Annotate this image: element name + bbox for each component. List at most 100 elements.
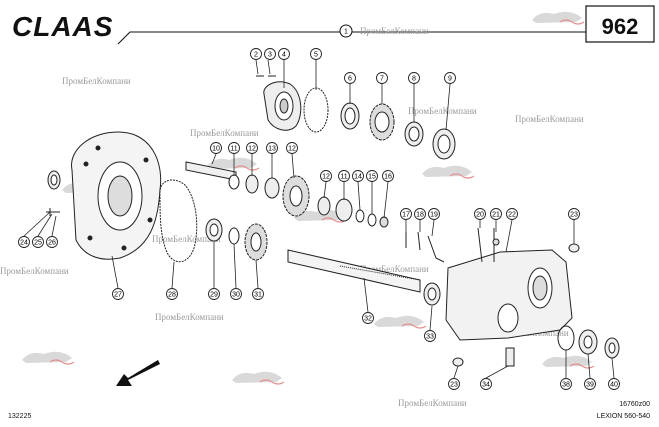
watermark-text: ПромБелКомпани xyxy=(515,114,584,124)
callout: 31 xyxy=(252,288,264,300)
callout: 2 xyxy=(250,48,262,60)
part-washer xyxy=(317,196,389,228)
watermark-text: ПромБелКомпани xyxy=(360,264,429,274)
svg-text:7: 7 xyxy=(380,76,384,83)
svg-text:11: 11 xyxy=(340,174,347,181)
stamp-icon xyxy=(294,209,347,223)
stamp-icon xyxy=(232,371,285,385)
svg-text:22: 22 xyxy=(508,212,516,219)
part-bearing xyxy=(423,282,441,306)
callout: 24 xyxy=(18,236,30,248)
svg-text:11: 11 xyxy=(230,146,237,153)
stamp-icon xyxy=(374,315,427,329)
svg-text:16: 16 xyxy=(384,174,392,181)
svg-text:23: 23 xyxy=(570,212,578,219)
svg-text:19: 19 xyxy=(430,212,438,219)
callout: 18 xyxy=(414,208,426,220)
watermark-text: ПромБелКомпани xyxy=(152,234,221,244)
svg-text:23: 23 xyxy=(450,382,458,389)
svg-text:15: 15 xyxy=(368,174,376,181)
group-badge xyxy=(339,24,353,38)
svg-text:5: 5 xyxy=(314,52,318,59)
stamp-icon xyxy=(22,351,75,365)
svg-text:6: 6 xyxy=(348,76,352,83)
watermark-stamps xyxy=(22,11,595,385)
parts xyxy=(46,75,620,367)
callout: 15 xyxy=(366,170,378,182)
svg-text:12: 12 xyxy=(248,146,256,153)
part-gear xyxy=(369,103,395,141)
svg-text:21: 21 xyxy=(492,212,500,219)
part-bearing xyxy=(404,121,424,147)
svg-text:17: 17 xyxy=(402,212,410,219)
watermark-text: ПромБелКомпани xyxy=(360,26,429,36)
stamp-icon xyxy=(542,355,595,369)
callout: 13 xyxy=(266,142,278,154)
callout: 8 xyxy=(408,72,420,84)
callout: 30 xyxy=(230,288,242,300)
stamp-icon xyxy=(422,165,475,179)
part-bolt xyxy=(405,231,445,263)
callout: 17 xyxy=(400,208,412,220)
callout: 34 xyxy=(480,378,492,390)
svg-text:38: 38 xyxy=(562,382,570,389)
svg-text:8: 8 xyxy=(412,76,416,83)
svg-text:40: 40 xyxy=(610,382,618,389)
watermark-text: ПромБелКомпани xyxy=(155,312,224,322)
brand-logo: CLAAS xyxy=(12,11,113,42)
part-bearing xyxy=(578,329,598,355)
catalog-number: 132225 xyxy=(8,413,31,420)
callout: 20 xyxy=(474,208,486,220)
callout: 11 xyxy=(228,142,240,154)
footer: 132225 16760z00 LEXION 560-540 xyxy=(8,401,650,420)
callout: 11 xyxy=(338,170,350,182)
callout: 28 xyxy=(166,288,178,300)
svg-text:34: 34 xyxy=(482,382,490,389)
part-housing xyxy=(445,227,573,341)
svg-text:29: 29 xyxy=(210,292,218,299)
svg-text:32: 32 xyxy=(364,316,372,323)
part-bearing xyxy=(205,218,223,242)
svg-text:18: 18 xyxy=(416,212,424,219)
svg-text:3: 3 xyxy=(268,52,272,59)
callout: 10 xyxy=(210,142,222,154)
part-washer xyxy=(228,174,280,199)
callout: 33 xyxy=(424,330,436,342)
part-small-seal xyxy=(46,170,61,216)
callout: 38 xyxy=(560,378,572,390)
callout: 29 xyxy=(208,288,220,300)
callout: 21 xyxy=(490,208,502,220)
drawing-number: 16760z00 xyxy=(619,401,650,408)
svg-text:10: 10 xyxy=(212,146,220,153)
callout: 12 xyxy=(286,142,298,154)
part-seal xyxy=(604,337,620,359)
callout: 12 xyxy=(246,142,258,154)
callout: 12 xyxy=(320,170,332,182)
part-gear xyxy=(282,175,310,217)
svg-text:12: 12 xyxy=(288,146,296,153)
svg-text:12: 12 xyxy=(322,174,330,181)
callout: 7 xyxy=(376,72,388,84)
callouts: 2 3 4 5 6 7 8 9 10 11 12 13 12 12 11 14 … xyxy=(18,48,620,390)
callout: 39 xyxy=(584,378,596,390)
page-number: 962 xyxy=(602,14,639,39)
svg-text:39: 39 xyxy=(586,382,594,389)
callout: 9 xyxy=(444,72,456,84)
svg-text:20: 20 xyxy=(476,212,484,219)
watermark-text: ПромБелКомпани xyxy=(0,266,69,276)
header-rule xyxy=(117,31,586,45)
svg-text:4: 4 xyxy=(282,52,286,59)
stamp-icon xyxy=(532,11,585,25)
callout: 40 xyxy=(608,378,620,390)
part-main-shaft xyxy=(287,249,421,293)
callout: 14 xyxy=(352,170,364,182)
watermark-text: ПромБелКомпани xyxy=(190,128,259,138)
callout: 4 xyxy=(278,48,290,60)
watermark-text: ПромБелКомпани xyxy=(62,76,131,86)
callout: 6 xyxy=(344,72,356,84)
callout: 26 xyxy=(46,236,58,248)
svg-text:30: 30 xyxy=(232,292,240,299)
part-bearing xyxy=(340,102,360,130)
svg-text:26: 26 xyxy=(48,240,56,247)
callout: 23 xyxy=(448,378,460,390)
